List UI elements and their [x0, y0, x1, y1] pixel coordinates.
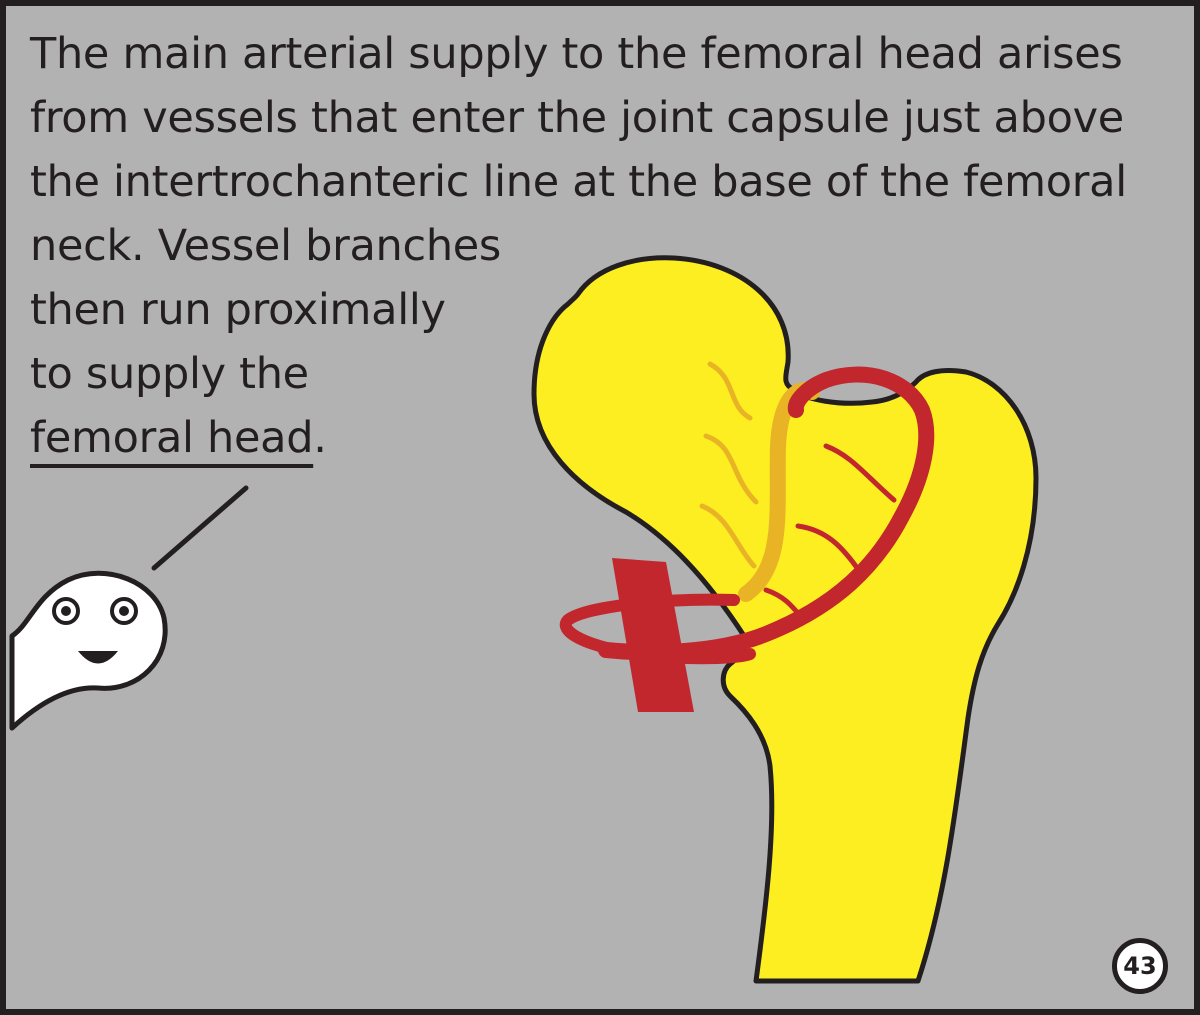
- caption-line-6: to supply the: [30, 349, 309, 399]
- narrator-character: [9, 570, 168, 731]
- vessel-cross-band: [612, 558, 694, 712]
- character-right-pupil: [119, 606, 129, 616]
- artery-ring-back: [559, 593, 756, 665]
- caption-line-1: The main arterial supply to the femoral …: [30, 29, 1123, 79]
- caption-text: The main arterial supply to the femoral …: [30, 22, 1190, 470]
- femur-illustration: [9, 255, 1039, 984]
- page-number-badge: 43: [1112, 938, 1168, 994]
- character-mouth: [78, 651, 118, 664]
- caption-underlined-term: femoral head: [30, 413, 314, 463]
- caption-line-3: the intertrochanteric line at the base o…: [30, 157, 1127, 207]
- character-body: [9, 570, 168, 731]
- caption-line-7: femoral head.: [30, 406, 1190, 470]
- page-number: 43: [1123, 952, 1157, 980]
- character-left-pupil: [61, 606, 71, 616]
- caption-line-5: then run proximally: [30, 285, 446, 335]
- hidden-vessel-branches: [699, 361, 759, 569]
- main-artery: [598, 366, 935, 661]
- caption-line-2: from vessels that enter the joint capsul…: [30, 93, 1124, 143]
- caption-period: .: [313, 413, 327, 463]
- caption-line-4: neck. Vessel branches: [30, 221, 502, 271]
- speech-pointer: [151, 485, 249, 571]
